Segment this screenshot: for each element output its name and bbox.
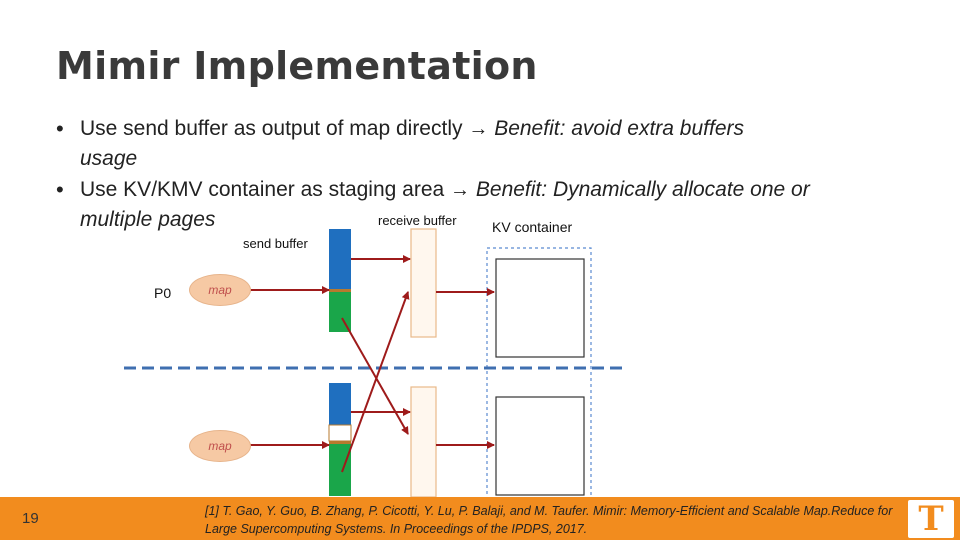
map-oval-bottom: map [189, 430, 251, 462]
send-buffer-top-green [329, 292, 351, 332]
arrow-right-icon: → [450, 179, 471, 201]
receive-buffer-bottom [410, 386, 437, 498]
logo-letter: T [918, 499, 944, 539]
kv-container-label: KV container [492, 219, 573, 235]
footer-bar [0, 497, 960, 540]
kv-page-bottom [495, 396, 585, 496]
kv-container-outline [486, 247, 592, 499]
bullet-dot: • [56, 116, 64, 141]
map-oval-top: map [189, 274, 251, 306]
university-logo: T [908, 500, 954, 538]
send-buffer-bottom-blue [329, 383, 351, 425]
process-label: P0 [154, 285, 172, 301]
citation-text: [1] T. Gao, Y. Guo, B. Zhang, P. Cicotti… [205, 504, 893, 536]
bullet-1-main: Use send buffer as output of map directl… [80, 117, 463, 140]
send-buffer-label: send buffer [243, 236, 308, 251]
arrow-right-icon: → [468, 118, 489, 140]
page-number: 19 [22, 510, 39, 527]
bullet-2-text: Use KV/KMV container as staging area → B… [80, 175, 910, 235]
bullet-1-continuation: usage [80, 147, 138, 170]
send-buffer-bottom-green [329, 444, 351, 496]
bullet-2-continuation: multiple pages [80, 208, 216, 231]
send-buffer-bottom-white [328, 424, 352, 442]
send-buffer-top-blue [329, 229, 351, 289]
receive-buffer-top [410, 228, 437, 338]
bullet-2-benefit: Benefit: Dynamically allocate one or [475, 178, 810, 201]
cross-arrow-up [341, 291, 410, 473]
send-buffer-bottom-brown [329, 441, 351, 444]
bullet-1-text: Use send buffer as output of map directl… [80, 114, 910, 174]
cross-arrow-down [341, 317, 409, 435]
bullet-2-main: Use KV/KMV container as staging area [80, 178, 445, 201]
receive-buffer-label: receive buffer [378, 213, 457, 228]
bullet-1-benefit: Benefit: avoid extra buffers [494, 117, 744, 140]
kv-page-top [495, 258, 585, 358]
send-buffer-top-brown [329, 289, 351, 292]
bullet-dot: • [56, 177, 64, 202]
slide-title: Mimir Implementation [56, 44, 538, 88]
